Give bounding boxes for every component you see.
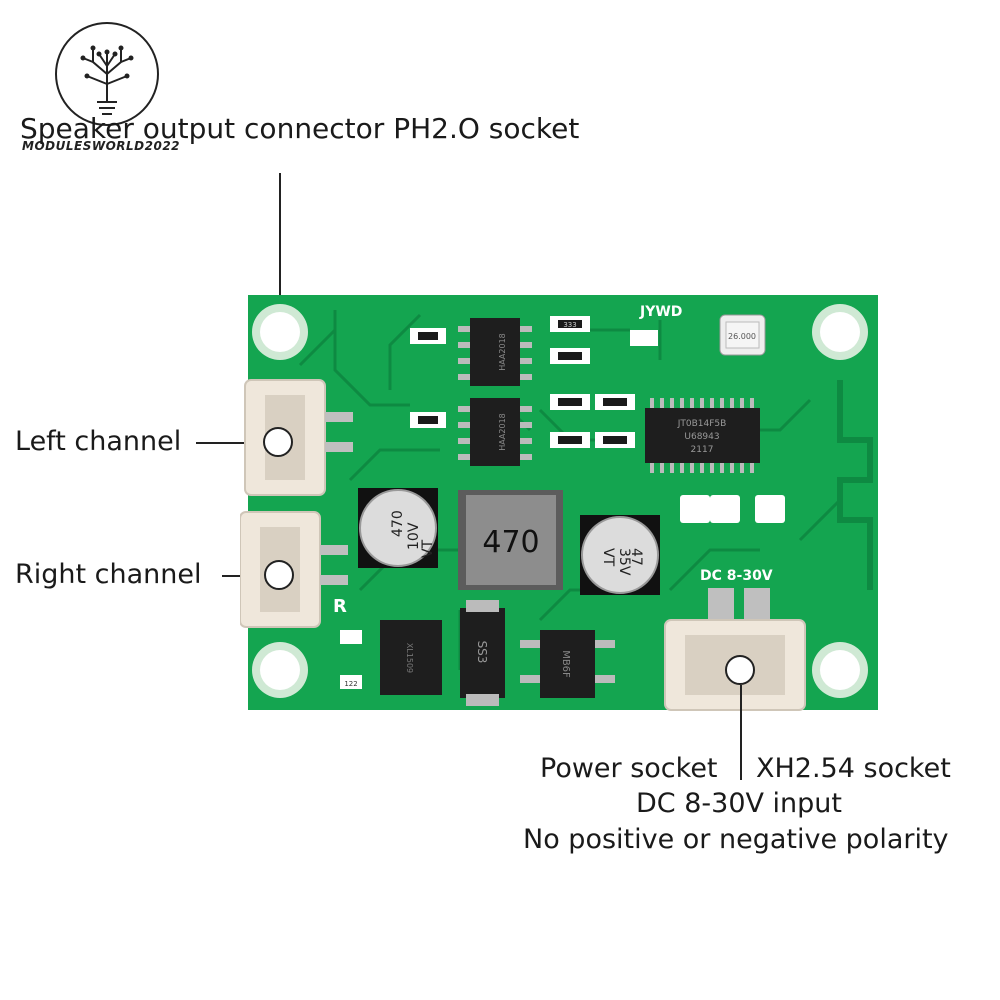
left-channel-label: Left channel bbox=[15, 426, 182, 457]
xh254-socket-label: XH2.54 socket bbox=[756, 753, 951, 784]
cap-left-line1: 470 bbox=[390, 510, 406, 537]
brand-logo bbox=[55, 22, 159, 126]
resistor-b-label: 122 bbox=[344, 680, 357, 688]
capacitor-left: 470 10V VT bbox=[358, 488, 438, 568]
schottky-diode: SS3 bbox=[460, 600, 505, 706]
amp-chip-1-label: HAA2018 bbox=[498, 333, 507, 371]
power-socket-leader bbox=[740, 685, 742, 780]
main-chip-line1: JT0B14F5B bbox=[677, 419, 727, 429]
pcb-board: HAA2018 HAA2018 333 122 JYWD DC 8-30V R … bbox=[240, 295, 878, 711]
bridge-rectifier: MB6F bbox=[520, 630, 615, 698]
main-bluetooth-chip: JT0B14F5B U68943 2117 bbox=[645, 398, 760, 473]
amp-chip-2: HAA2018 bbox=[458, 398, 532, 466]
left-channel-leader bbox=[196, 442, 262, 444]
inductor-label: 470 bbox=[482, 525, 539, 560]
silkscreen-brand: JYWD bbox=[639, 304, 682, 320]
inductor: 470 bbox=[458, 490, 563, 590]
amp-chip-2-label: HAA2018 bbox=[498, 413, 507, 451]
crystal-oscillator: 26.000 bbox=[719, 314, 766, 356]
right-channel-marker bbox=[264, 560, 294, 590]
regulator-label: XL1509 bbox=[405, 643, 414, 673]
resistor-a-label: 333 bbox=[563, 321, 576, 329]
main-chip-line3: 2117 bbox=[691, 445, 714, 455]
cap-right-line1: 47 bbox=[628, 548, 644, 566]
cap-right-line2: 35V bbox=[616, 548, 632, 576]
antenna-trace bbox=[837, 380, 873, 590]
power-socket-label: Power socket bbox=[540, 753, 718, 784]
speaker-output-label: Speaker output connector PH2.O socket bbox=[20, 112, 580, 145]
cap-left-line2: 10V bbox=[406, 522, 422, 550]
dc-input-label: DC 8-30V input bbox=[636, 788, 843, 819]
left-channel-marker bbox=[263, 427, 293, 457]
circuit-tree-icon bbox=[80, 45, 134, 115]
bridge-label: MB6F bbox=[560, 650, 571, 678]
cap-left-line3: VT bbox=[420, 539, 436, 558]
silkscreen-r: R bbox=[333, 596, 347, 617]
capacitor-right: 47 35V VT bbox=[580, 515, 660, 595]
silkscreen-power: DC 8-30V bbox=[700, 568, 773, 584]
smd-components: 333 122 bbox=[340, 316, 785, 689]
brand-watermark: MODULESWORLD2022 bbox=[22, 139, 181, 153]
right-channel-label: Right channel bbox=[15, 559, 202, 590]
main-chip-line2: U68943 bbox=[684, 432, 719, 442]
cap-right-line3: VT bbox=[600, 548, 616, 567]
regulator-chip: XL1509 bbox=[380, 620, 442, 695]
mounting-holes bbox=[252, 304, 868, 698]
diode-label: SS3 bbox=[475, 641, 489, 664]
crystal-label: 26.000 bbox=[728, 332, 756, 341]
amp-chip-1: HAA2018 bbox=[458, 318, 532, 386]
power-socket-marker bbox=[725, 655, 755, 685]
polarity-label: No positive or negative polarity bbox=[523, 824, 949, 855]
